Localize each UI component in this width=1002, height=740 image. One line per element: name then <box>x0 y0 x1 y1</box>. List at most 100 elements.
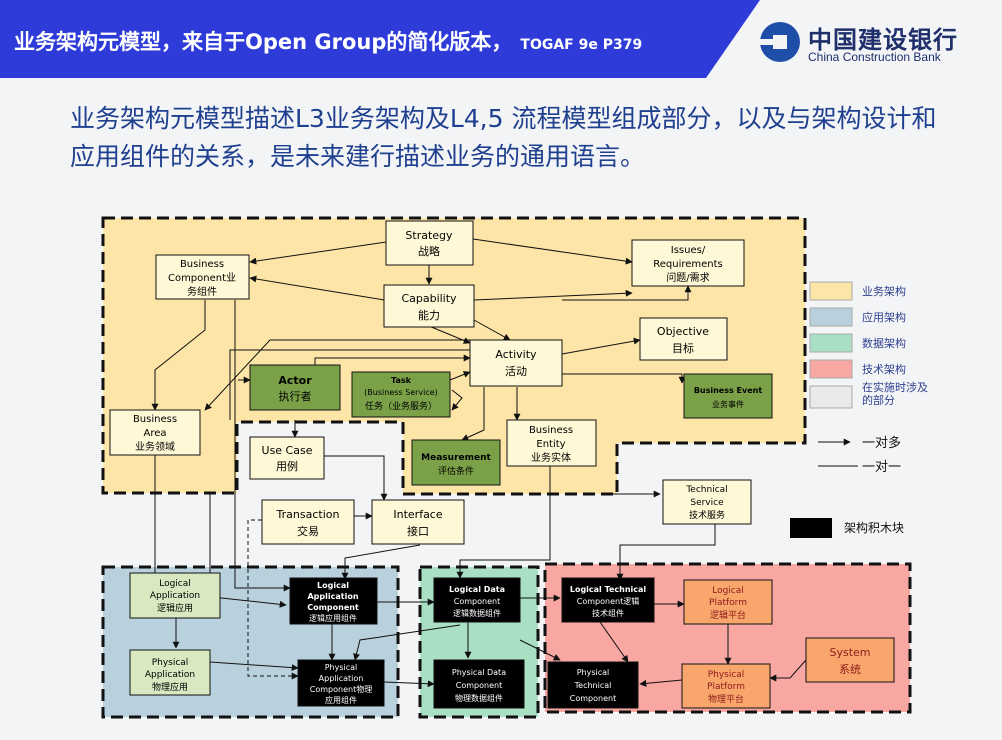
svg-text:Component: Component <box>570 694 616 703</box>
svg-text:任务（业务服务）: 任务（业务服务） <box>365 400 437 412</box>
svg-text:逻辑应用组件: 逻辑应用组件 <box>309 613 357 623</box>
svg-text:Physical: Physical <box>577 668 610 677</box>
subtitle: 业务架构元模型描述L3业务架构及L4,5 流程模型组成部分，以及与架构设计和应用… <box>70 104 937 171</box>
svg-text:技术服务: 技术服务 <box>689 509 725 521</box>
svg-text:Activity: Activity <box>495 348 537 361</box>
svg-text:的部分: 的部分 <box>862 393 895 407</box>
svg-text:Area: Area <box>143 428 166 439</box>
legend-swatch-data <box>809 333 853 353</box>
node-logical-application-component: Logical Application Component 逻辑应用组件 <box>289 577 378 625</box>
svg-text:评估条件: 评估条件 <box>438 465 474 477</box>
svg-text:Logical: Logical <box>712 586 744 596</box>
node-physical-application: Physical Application 物理应用 <box>129 649 211 696</box>
svg-text:Application: Application <box>150 591 200 601</box>
svg-text:Business: Business <box>529 425 573 436</box>
svg-text:Physical: Physical <box>708 670 745 680</box>
svg-text:Physical: Physical <box>152 658 189 668</box>
svg-text:Component: Component <box>454 597 500 606</box>
node-interface: Interface 接口 <box>371 499 465 545</box>
svg-text:Business: Business <box>180 259 224 270</box>
svg-text:在实施时涉及: 在实施时涉及 <box>862 380 928 394</box>
svg-text:业务架构: 业务架构 <box>862 284 906 298</box>
header-banner: 业务架构元模型，来自于Open Group的简化版本， TOGAF 9e P379 <box>0 0 760 78</box>
svg-text:应用组件: 应用组件 <box>325 695 357 705</box>
svg-text:Technical: Technical <box>685 485 727 495</box>
svg-text:Service: Service <box>690 498 724 508</box>
svg-text:System: System <box>829 646 870 659</box>
svg-text:Measurement: Measurement <box>421 453 491 463</box>
connectors <box>151 238 807 688</box>
business-layer-region <box>101 216 807 496</box>
legend-swatch-technology <box>809 359 853 379</box>
svg-text:Actor: Actor <box>278 374 312 387</box>
legend-swatch-realization <box>809 385 853 409</box>
node-technical-service: Technical Service 技术服务 <box>662 479 752 525</box>
svg-text:Component: Component <box>307 603 359 612</box>
node-business-event: Business Event 业务事件 <box>683 373 773 419</box>
svg-text:Logical Data: Logical Data <box>449 585 505 594</box>
svg-text:数据架构: 数据架构 <box>862 336 906 350</box>
node-task-business-service: Task (Business Service) 任务（业务服务） <box>351 371 451 418</box>
node-logical-technical-component: Logical Technical Component逻辑 技术组件 <box>561 577 655 623</box>
svg-text:业务事件: 业务事件 <box>712 399 744 409</box>
svg-text:技术组件: 技术组件 <box>592 608 624 618</box>
banner-background <box>0 0 760 78</box>
svg-text:Application: Application <box>307 592 358 601</box>
svg-text:Objective: Objective <box>657 325 709 338</box>
node-physical-data-component: Physical Data Component 物理数据组件 <box>433 659 525 709</box>
svg-text:应用架构: 应用架构 <box>862 310 906 324</box>
node-business-component: Business Component业 务组件 <box>155 254 250 300</box>
svg-text:能力: 能力 <box>418 308 440 322</box>
svg-text:架构积木块: 架构积木块 <box>844 520 904 535</box>
node-logical-platform: Logical Platform 逻辑平台 <box>683 579 773 625</box>
svg-text:Capability: Capability <box>401 292 457 305</box>
svg-text:用例: 用例 <box>276 459 298 473</box>
svg-text:Component: Component <box>456 681 502 690</box>
node-actor: Actor 执行者 <box>249 364 341 411</box>
svg-text:战略: 战略 <box>418 244 440 258</box>
svg-text:物理平台: 物理平台 <box>708 693 744 705</box>
svg-text:系统: 系统 <box>839 663 861 676</box>
svg-text:Logical: Logical <box>159 579 191 589</box>
svg-text:Issues/: Issues/ <box>671 245 706 256</box>
svg-text:物理应用: 物理应用 <box>152 681 188 693</box>
svg-text:Entity: Entity <box>536 439 565 450</box>
svg-text:执行者: 执行者 <box>279 389 312 403</box>
legend-swatch-business <box>809 281 853 301</box>
svg-text:物理数据组件: 物理数据组件 <box>455 693 503 703</box>
svg-text:交易: 交易 <box>297 524 319 538</box>
svg-text:目标: 目标 <box>672 341 694 355</box>
legend-swatch-application <box>809 307 853 327</box>
svg-text:一对多: 一对多 <box>862 435 901 451</box>
node-logical-data-component: Logical Data Component 逻辑数据组件 <box>433 577 521 623</box>
svg-text:Component业: Component业 <box>168 272 236 284</box>
svg-text:(Business Service): (Business Service) <box>364 388 438 397</box>
svg-text:Component物理: Component物理 <box>310 684 372 694</box>
node-measurement: Measurement 评估条件 <box>411 439 501 486</box>
title-reference: TOGAF 9e P379 <box>520 37 643 53</box>
svg-text:Application: Application <box>145 670 195 680</box>
svg-text:Business: Business <box>133 414 177 425</box>
node-business-area: Business Area 业务领域 <box>109 409 201 456</box>
svg-text:问题/需求: 问题/需求 <box>666 271 709 284</box>
logo-chinese-name: 中国建设银行 <box>808 26 958 54</box>
svg-text:逻辑平台: 逻辑平台 <box>710 609 746 621</box>
svg-text:Application: Application <box>319 674 364 683</box>
node-capability: Capability 能力 <box>383 284 475 328</box>
node-physical-platform: Physical Platform 物理平台 <box>681 663 771 709</box>
svg-text:Business Event: Business Event <box>694 386 763 395</box>
legend: 业务架构 应用架构 数据架构 技术架构 在实施时涉及 的部分 一对多 一对一 架… <box>790 281 928 538</box>
node-issues-requirements: Issues/ Requirements 问题/需求 <box>631 239 745 287</box>
node-system: System 系统 <box>805 637 895 683</box>
svg-text:Component逻辑: Component逻辑 <box>577 596 639 606</box>
svg-text:Strategy: Strategy <box>405 229 453 242</box>
ccb-logo: 中国建设银行 China Construction Bank <box>758 18 998 70</box>
ccb-logo-icon <box>758 22 800 62</box>
logo-english-name: China Construction Bank <box>808 50 941 64</box>
svg-text:Task: Task <box>391 376 412 385</box>
svg-text:Platform: Platform <box>707 682 745 692</box>
title-text: 业务架构元模型，来自于Open Group的简化版本， <box>14 30 513 54</box>
legend-swatch-building-block <box>790 518 832 538</box>
node-use-case: Use Case 用例 <box>249 436 325 480</box>
svg-text:活动: 活动 <box>505 365 527 378</box>
